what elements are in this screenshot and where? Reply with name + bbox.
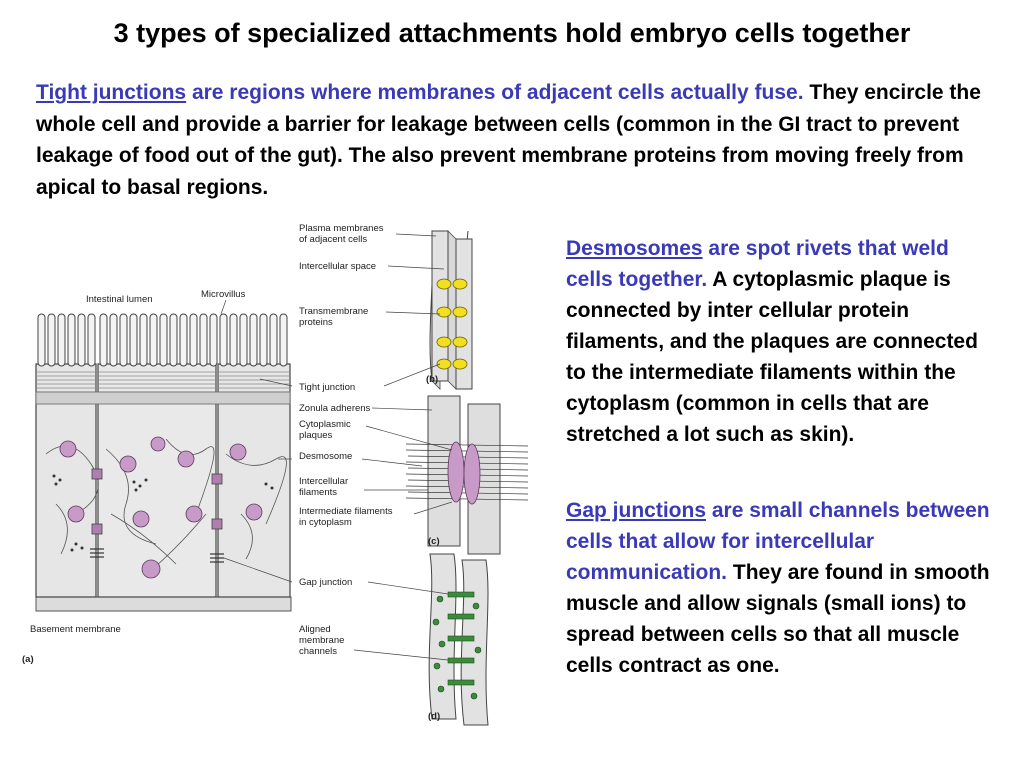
desmosome-plaques: [59, 436, 263, 579]
panel-a-illustration: Intestinal lumen Microvillus Basement me…: [22, 289, 292, 665]
label-microvillus: Microvillus: [201, 289, 246, 300]
label-aligned-2: membrane: [299, 635, 344, 646]
gap-junctions-paragraph: Gap junctions are small channels between…: [566, 495, 996, 681]
membrane-junction-bars: [91, 468, 223, 535]
tight-junctions-paragraph: Tight junctions are regions where membra…: [36, 77, 996, 203]
panel-c-leaders: [361, 407, 453, 515]
zonula-adherens-band: [35, 391, 291, 405]
tight-junctions-term: Tight junctions: [36, 81, 187, 104]
label-plasma-membranes-2: of adjacent cells: [299, 234, 367, 245]
label-intestinal-lumen: Intestinal lumen: [86, 294, 153, 305]
label-panel-a: (a): [22, 654, 34, 665]
label-intermediate-1: Intermediate filaments: [299, 506, 393, 517]
label-gap-junction: Gap junction: [299, 577, 352, 588]
label-transmembrane-2: proteins: [299, 317, 333, 328]
gap-junctions-lead: are small channels between cells that al…: [566, 499, 990, 584]
label-aligned-1: Aligned: [299, 624, 331, 635]
panel-d-leaders: [353, 581, 449, 661]
tight-junctions-body: They encircle the whole cell and provide…: [36, 81, 981, 199]
panel-b-leaders: [383, 233, 445, 387]
desmosomes-term: Desmosomes: [566, 237, 703, 260]
label-panel-d: (d): [428, 711, 440, 722]
label-zonula-adherens: Zonula adherens: [299, 403, 371, 414]
label-transmembrane-1: Transmembrane: [299, 306, 368, 317]
transmembrane-proteins-yellow: [436, 278, 468, 370]
gap-junctions-body: They are found in smooth muscle and allo…: [566, 561, 990, 677]
panel-d-illustration: Gap junction Aligned membrane channels (…: [299, 553, 489, 726]
tight-junctions-lead: are regions where membranes of adjacent …: [186, 81, 804, 104]
cytoplasm-granules: [52, 474, 274, 552]
label-plasma-membranes-1: Plasma membranes: [299, 223, 384, 234]
gap-junction-ticks: [90, 548, 224, 563]
panel-a-leaders: [220, 299, 293, 583]
label-intermediate-2: in cytoplasm: [299, 517, 352, 528]
label-cytoplasmic-2: plaques: [299, 430, 333, 441]
label-tight-junction: Tight junction: [299, 382, 355, 393]
aligned-channels-green: [432, 591, 482, 700]
label-intercellular-filaments-2: filaments: [299, 487, 337, 498]
panel-c-illustration: Zonula adherens Cytoplasmic plaques Desm…: [299, 395, 529, 555]
label-intercellular-filaments-1: Intercellular: [299, 476, 348, 487]
label-aligned-3: channels: [299, 646, 337, 657]
cytoplasmic-plaque-left: [447, 441, 465, 503]
desmosomes-paragraph: Desmosomes are spot rivets that weld cel…: [566, 233, 996, 450]
label-desmosome: Desmosome: [299, 451, 352, 462]
label-panel-c: (c): [428, 536, 440, 547]
label-panel-b: (b): [426, 374, 438, 385]
label-basement-membrane: Basement membrane: [30, 624, 121, 635]
label-cytoplasmic-1: Cytoplasmic: [299, 419, 351, 430]
slide-title: 3 types of specialized attachments hold …: [113, 18, 911, 48]
label-intercellular-space: Intercellular space: [299, 261, 376, 272]
microvilli-shapes: [37, 313, 288, 367]
gap-junctions-term: Gap junctions: [566, 499, 707, 522]
cytoplasmic-plaque-right: [463, 443, 481, 505]
panel-b-illustration: Plasma membranes of adjacent cells Inter…: [299, 223, 473, 393]
desmosomes-lead: are spot rivets that weld cells together…: [566, 237, 949, 291]
desmosomes-body: A cytoplasmic plaque is connected by int…: [566, 268, 978, 446]
basement-membrane-shape: [35, 596, 292, 612]
cell-junctions-figure: Intestinal lumen Microvillus Basement me…: [22, 223, 529, 726]
